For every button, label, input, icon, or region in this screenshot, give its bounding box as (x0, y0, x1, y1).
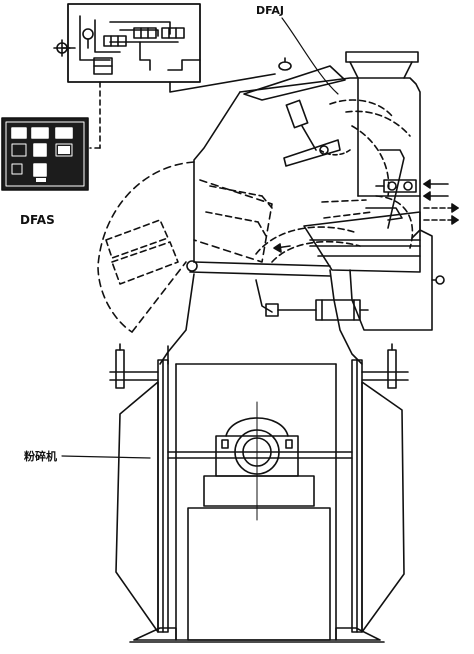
hinge-pin (186, 260, 198, 272)
swing-plate (283, 139, 341, 167)
material-flow-paths (205, 99, 414, 263)
dfas-control-box (1, 117, 89, 191)
machine-base (187, 507, 331, 641)
dfaj-label: DFAJ (256, 4, 284, 17)
crusher-body (109, 343, 409, 643)
right-tension-bolt (387, 349, 397, 389)
valve-symbol (133, 27, 157, 39)
left-footing (133, 627, 177, 641)
display-window (11, 127, 27, 139)
cover-knob (278, 61, 292, 71)
deflector-bracket (379, 149, 405, 229)
display-window (31, 127, 49, 139)
airflow-arrows (273, 179, 459, 253)
valve-symbol (103, 35, 127, 47)
air-pipe (169, 73, 276, 93)
right-footing (335, 627, 381, 641)
cylinder-linkage (255, 279, 273, 313)
adjustment-knob (435, 275, 445, 285)
bearing-pedestal (203, 475, 315, 507)
dfaj-leader-line (281, 17, 339, 95)
pressure-gauge-symbol (82, 28, 94, 40)
crusher-label: 粉碎机 (24, 449, 57, 463)
door-swing-arc (97, 161, 195, 333)
dfas-label: DFAS (20, 213, 55, 227)
crushing-chamber (97, 161, 445, 365)
left-housing (115, 381, 159, 633)
crusher-leader-line (61, 455, 151, 459)
right-housing (361, 381, 405, 633)
display-window (55, 127, 73, 139)
pneumatic-schematic (53, 3, 201, 83)
left-tension-bolt (115, 349, 125, 389)
dfaj-valve-cover (243, 65, 346, 101)
feed-inlet-flange (345, 51, 419, 63)
actuator-body (285, 99, 309, 129)
valve-symbol (161, 27, 185, 39)
